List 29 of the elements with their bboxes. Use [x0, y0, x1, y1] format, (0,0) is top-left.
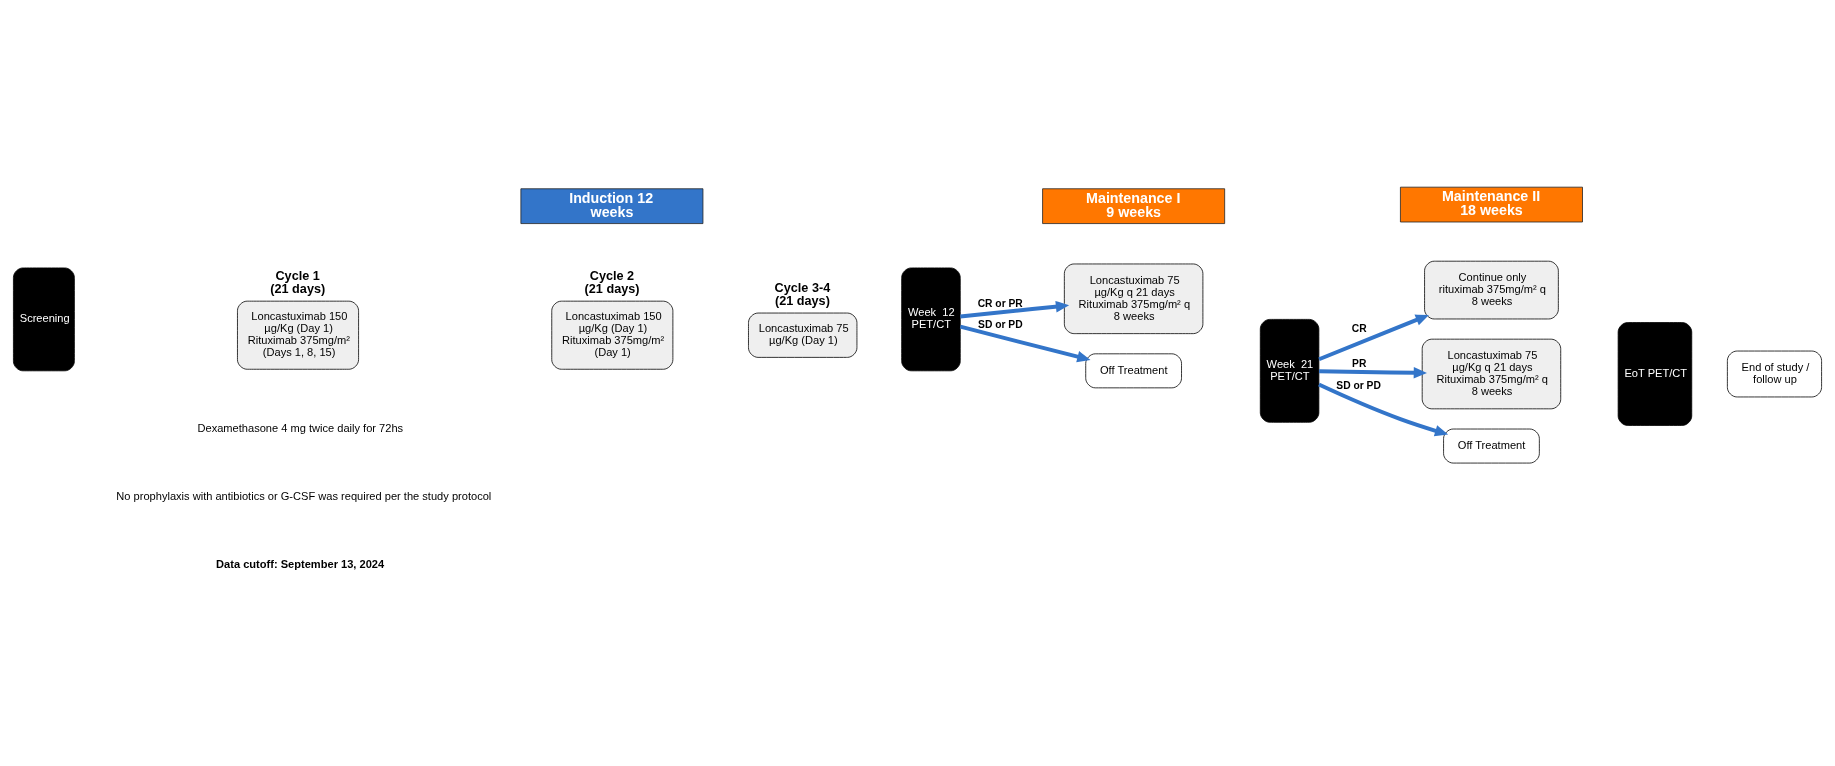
arrow	[1318, 314, 1429, 361]
label: Data cutoff: September 13, 2024	[216, 557, 385, 570]
edge-label: PR	[1352, 357, 1367, 369]
node-box: End of study / follow up	[1726, 350, 1822, 397]
node-label: Cycle 3-4 (21 days)	[774, 280, 831, 308]
edge-label: CR	[1351, 322, 1367, 334]
node-box: Maintenance II 18 weeks	[1400, 186, 1583, 222]
arrow	[1318, 382, 1449, 436]
node-box: Week 21 PET/CT	[1259, 318, 1320, 423]
arrow	[960, 300, 1070, 318]
node-box: EoT PET/CT	[1617, 321, 1693, 426]
edge-label: CR or PR	[977, 297, 1023, 309]
arrow	[959, 324, 1091, 362]
arrow	[1319, 366, 1427, 379]
label: Dexamethasone 4 mg twice daily for 72hs	[197, 421, 404, 434]
node-box: Loncastuximab 75 µg/Kg q 21 days Rituximab 375mg/m² q 8 weeks	[1421, 338, 1562, 409]
node-box: Off Treatment	[1085, 352, 1182, 388]
node-label: Cycle 1 (21 days)	[270, 268, 326, 296]
node-box: Week 12 PET/CT	[901, 267, 961, 371]
node-box: Loncastuximab 75 µg/Kg q 21 days Rituximab 375mg/m² q 8 weeks	[1063, 263, 1204, 334]
node-box: Screening	[13, 267, 75, 371]
node-box: Continue only rituximab 375mg/m² q 8 weeks	[1424, 260, 1559, 319]
node-box: Off Treatment	[1443, 428, 1540, 463]
node-box: Induction 12 weeks	[520, 187, 704, 224]
edge-label: SD or PD	[1336, 379, 1381, 391]
node-label: Cycle 2 (21 days)	[584, 268, 640, 296]
edge-label: SD or PD	[978, 318, 1023, 330]
node-box: Maintenance I 9 weeks	[1042, 187, 1226, 224]
label: No prophylaxis with antibiotics or G-CSF was required per the study protocol	[116, 489, 492, 502]
